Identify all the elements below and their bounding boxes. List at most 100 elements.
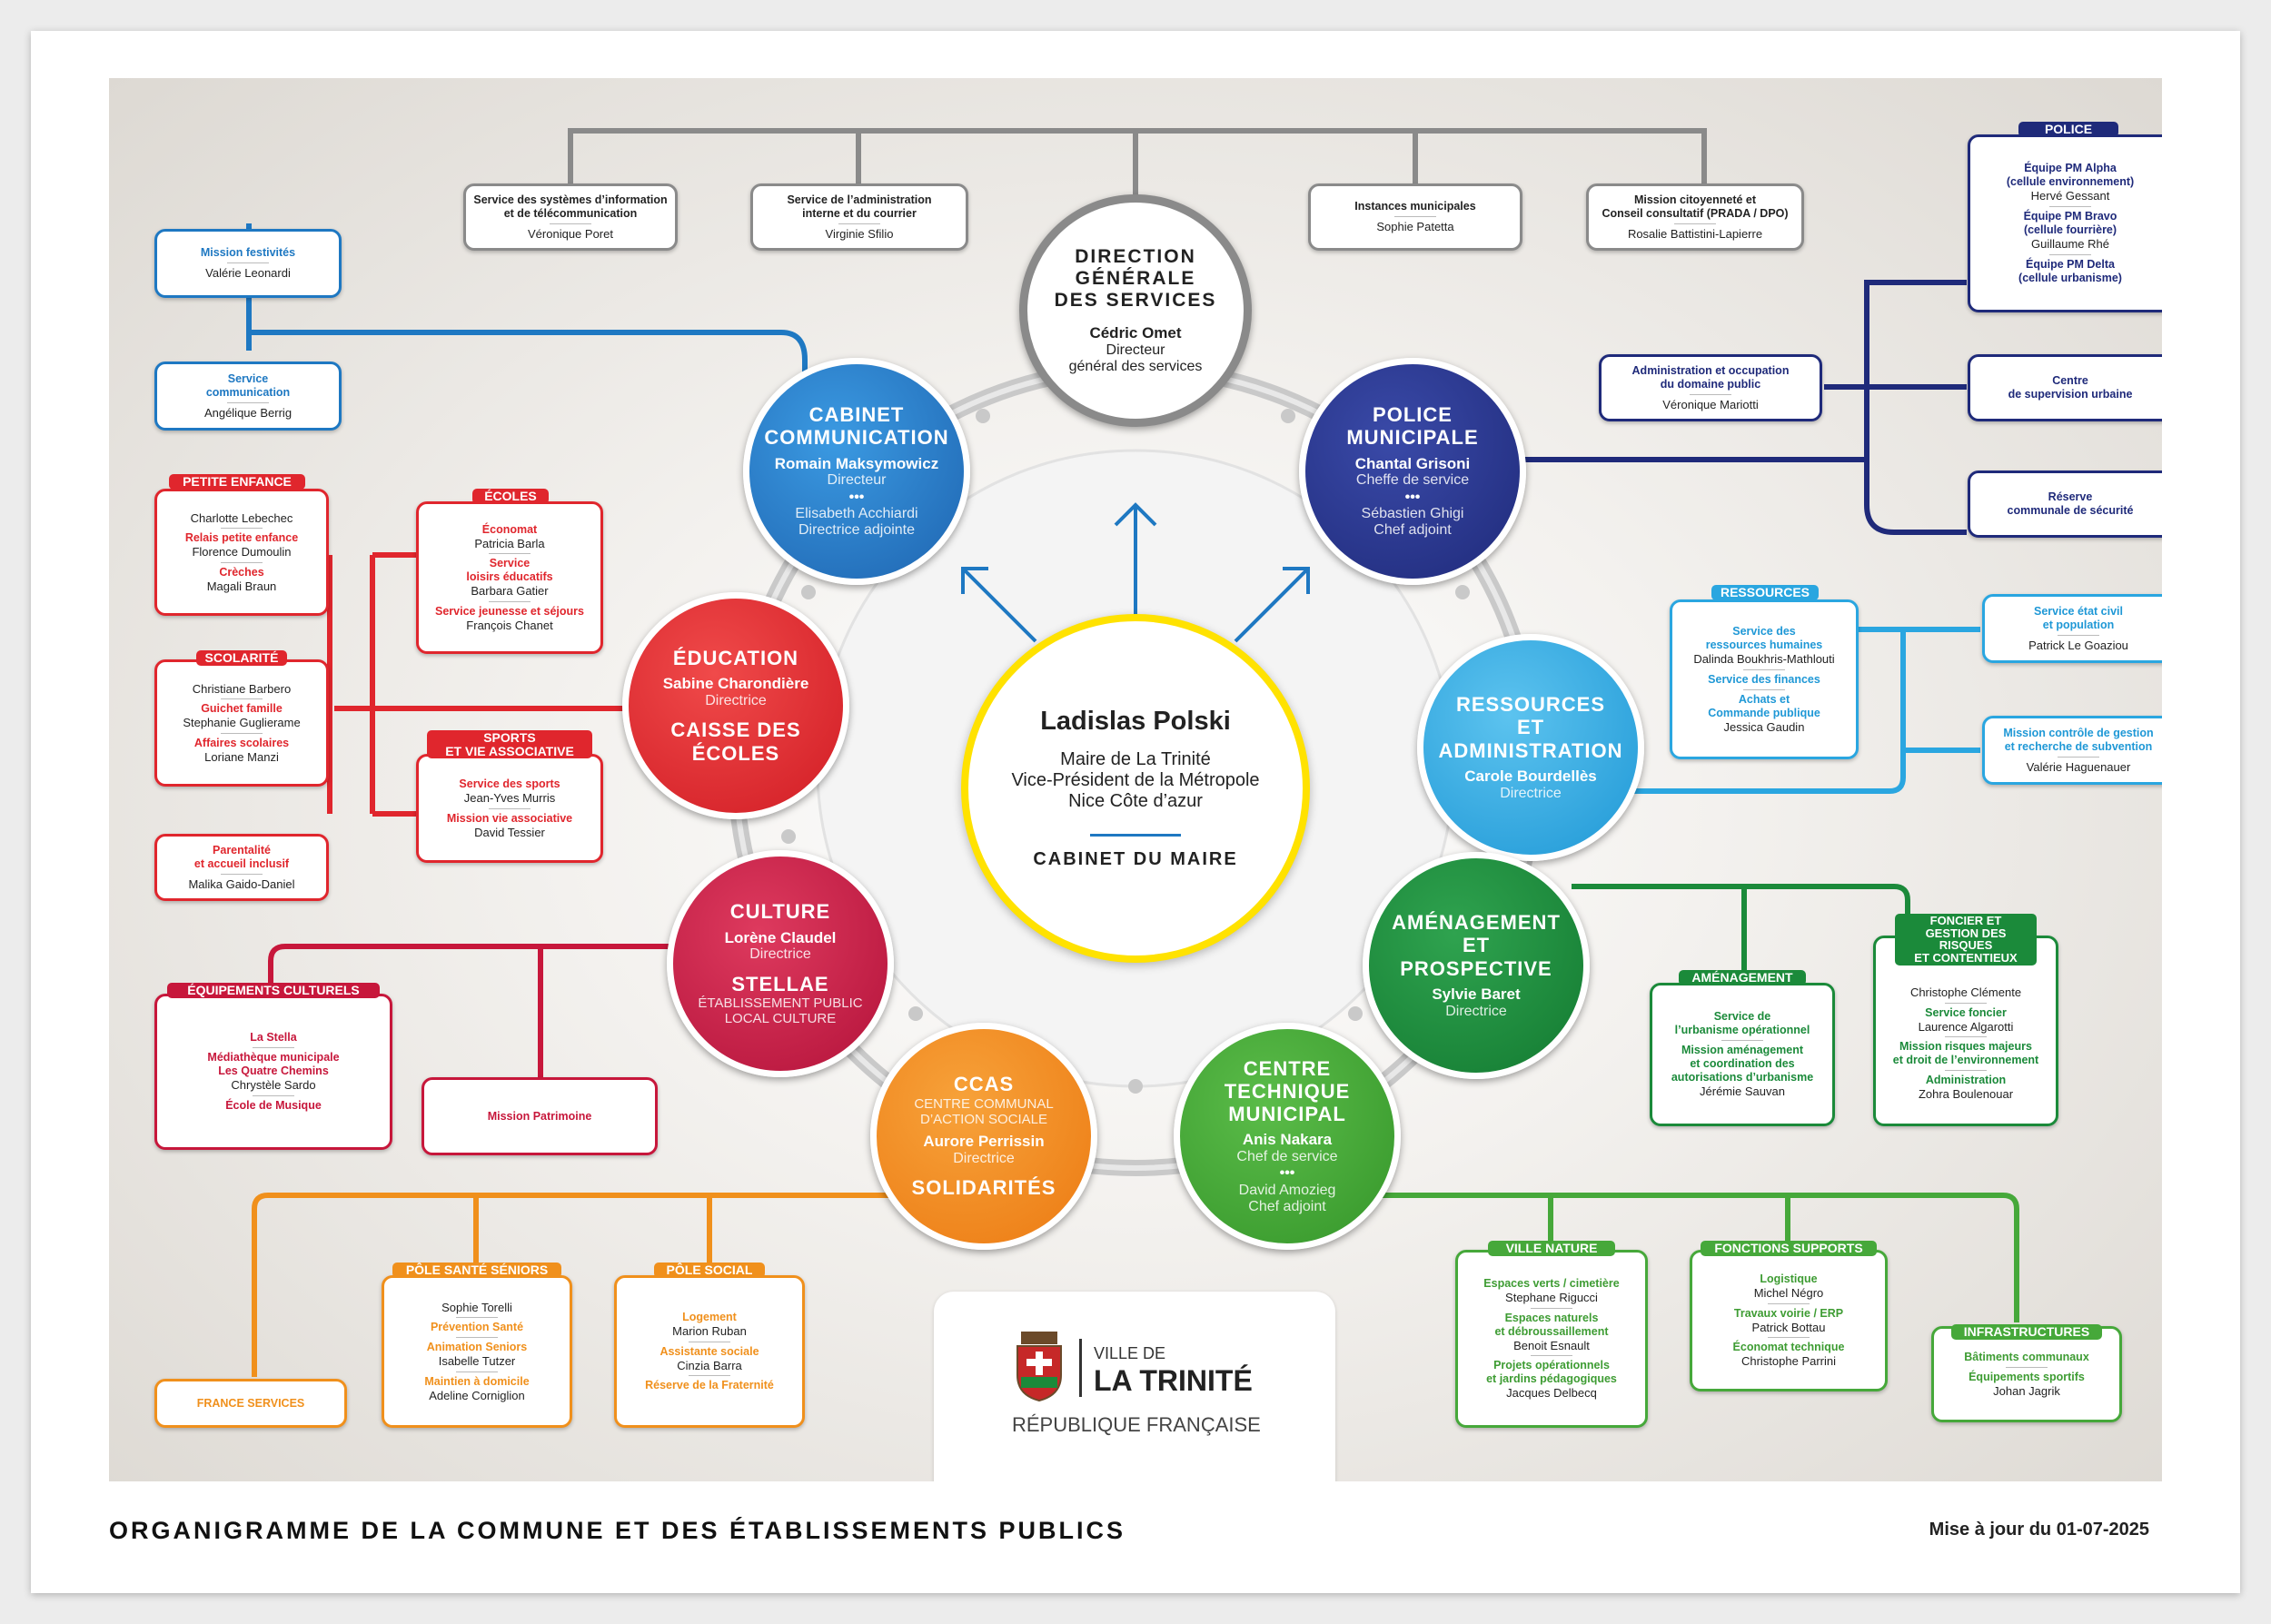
- mayor-center-circle[interactable]: Ladislas Polski Maire de La Trinité Vice…: [961, 614, 1310, 963]
- amenagement-p1: Sylvie Baret: [1432, 985, 1521, 1003]
- equipements-culturels-tag: ÉQUIPEMENTS CULTURELS: [167, 983, 380, 998]
- foncier-tag: FONCIER ET GESTION DES RISQUES ET CONTEN…: [1895, 914, 2037, 965]
- mission-patrimoine-box[interactable]: Mission Patrimoine: [421, 1077, 658, 1155]
- cabinet-r2: Directrice adjointe: [798, 522, 916, 539]
- cabinet-dots: •••: [848, 489, 865, 505]
- pole-sante-seniors-box[interactable]: Sophie Torelli Prévention Santé Animatio…: [382, 1275, 572, 1428]
- petite-enfance-box[interactable]: Charlotte Lebechec Relais petite enfance…: [154, 489, 329, 616]
- education-circle[interactable]: ÉDUCATION Sabine Charondière Directrice …: [622, 592, 849, 819]
- top-box-citoyennete[interactable]: Mission citoyenneté et Conseil consultat…: [1586, 183, 1804, 251]
- ressources-circle[interactable]: RESSOURCES ET ADMINISTRATION Carole Bour…: [1417, 634, 1644, 861]
- ctm-r1: Chef de service: [1236, 1148, 1338, 1164]
- top-box-si[interactable]: Service des systèmes d’information et de…: [463, 183, 678, 251]
- police-tag: POLICE: [2018, 122, 2118, 137]
- culture-title: CULTURE: [729, 900, 831, 924]
- education-r1: Directrice: [705, 692, 767, 708]
- infrastructures-box[interactable]: Bâtiments communaux Équipements sportifs…: [1931, 1326, 2122, 1422]
- logo-ville-de: VILLE DE: [1094, 1344, 1166, 1362]
- ville-nature-tag: VILLE NATURE: [1488, 1241, 1615, 1256]
- scolarite-tag: SCOLARITÉ: [196, 650, 287, 666]
- pole-social-tag: PÔLE SOCIAL: [654, 1263, 765, 1278]
- sports-tag: SPORTS ET VIE ASSOCIATIVE: [427, 730, 592, 759]
- ressources-tag: RESSOURCES: [1711, 585, 1819, 600]
- ccas-p1: Aurore Perrissin: [923, 1133, 1045, 1151]
- police-admin-box[interactable]: Administration et occupation du domaine …: [1599, 354, 1822, 421]
- ccas-r1: Directrice: [953, 1150, 1015, 1166]
- cabinet-communication-circle[interactable]: CABINET COMMUNICATION Romain Maksymowicz…: [743, 358, 970, 585]
- coat-of-arms-icon: [1016, 1332, 1062, 1402]
- controle-gestion-box[interactable]: Mission contrôle de gestion et recherche…: [1982, 716, 2162, 785]
- equipements-culturels-box[interactable]: La Stella Médiathèque municipale Les Qua…: [154, 994, 392, 1150]
- ctm-p2: David Amozieg: [1238, 1182, 1336, 1198]
- education-title2: CAISSE DES ÉCOLES: [670, 718, 801, 765]
- mayor-role-2: Vice-Président de la Métropole: [1011, 770, 1260, 791]
- divider: [1090, 834, 1181, 837]
- cabinet-du-maire-label: CABINET DU MAIRE: [1033, 849, 1238, 870]
- france-services-box[interactable]: FRANCE SERVICES: [154, 1379, 347, 1428]
- mayor-name: Ladislas Polski: [1040, 706, 1231, 736]
- police-dots: •••: [1404, 489, 1421, 505]
- ccas-title2: SOLIDARITÉS: [911, 1176, 1056, 1200]
- police-teams-box[interactable]: Équipe PM Alpha (cellule environnement)H…: [1968, 134, 2162, 312]
- police-title: POLICE MUNICIPALE: [1346, 403, 1479, 450]
- infrastructures-tag: INFRASTRUCTURES: [1951, 1324, 2102, 1340]
- logo-republique: RÉPUBLIQUE FRANÇAISE: [1012, 1413, 1261, 1436]
- police-p1: Chantal Grisoni: [1354, 454, 1471, 472]
- top-box-admin-interne[interactable]: Service de l’administration interne et d…: [750, 183, 968, 251]
- ccas-circle[interactable]: CCAS CENTRE COMMUNAL D’ACTION SOCIALE Au…: [870, 1023, 1097, 1250]
- amenagement-box[interactable]: Service de l’urbanisme opérationnel Miss…: [1650, 983, 1835, 1126]
- fonctions-supports-tag: FONCTIONS SUPPORTS: [1701, 1241, 1877, 1256]
- ecoles-tag: ÉCOLES: [472, 489, 549, 504]
- logo-divider: [1079, 1339, 1082, 1397]
- cabinet-p2: Elisabeth Acchiardi: [795, 506, 918, 522]
- ctm-dots: •••: [1279, 1165, 1295, 1182]
- education-p1: Sabine Charondière: [662, 675, 809, 693]
- reserve-communale-box[interactable]: Réserve communale de sécurité: [1968, 470, 2162, 538]
- org-chart-panel: Ladislas Polski Maire de La Trinité Vice…: [109, 78, 2162, 1481]
- mayor-role-3: Nice Côte d’azur: [1068, 791, 1203, 812]
- petite-enfance-tag: PETITE ENFANCE: [169, 474, 305, 490]
- culture-r1: Directrice: [749, 946, 811, 963]
- cabinet-r1: Directeur: [827, 472, 887, 489]
- dgs-role: Directeur général des services: [1068, 342, 1203, 374]
- culture-title2: STELLAE: [731, 972, 829, 995]
- police-p2: Sébastien Ghigi: [1361, 506, 1464, 522]
- cabinet-title: CABINET COMMUNICATION: [764, 403, 949, 450]
- ctm-title: CENTRE TECHNIQUE MUNICIPAL: [1224, 1056, 1351, 1126]
- ctm-r2: Chef adjoint: [1248, 1199, 1326, 1215]
- ctm-circle[interactable]: CENTRE TECHNIQUE MUNICIPAL Anis Nakara C…: [1174, 1023, 1401, 1250]
- amenagement-circle[interactable]: AMÉNAGEMENT ET PROSPECTIVE Sylvie Baret …: [1363, 852, 1590, 1079]
- ressources-p1: Carole Bourdellès: [1464, 767, 1597, 785]
- ccas-sub: CENTRE COMMUNAL D’ACTION SOCIALE: [914, 1095, 1054, 1128]
- page-title: ORGANIGRAMME DE LA COMMUNE ET DES ÉTABLI…: [109, 1517, 1126, 1544]
- centre-supervision-box[interactable]: Centre de supervision urbaine: [1968, 354, 2162, 421]
- logo-name: LA TRINITÉ: [1094, 1364, 1253, 1397]
- mayor-role-1: Maire de La Trinité: [1060, 749, 1211, 770]
- update-date: Mise à jour du 01-07-2025: [1929, 1520, 2149, 1540]
- ressources-title: RESSOURCES ET ADMINISTRATION: [1438, 693, 1623, 762]
- education-title: ÉDUCATION: [672, 647, 799, 670]
- logo-card: VILLE DE LA TRINITÉ RÉPUBLIQUE FRANÇAISE: [934, 1292, 1335, 1481]
- culture-circle[interactable]: CULTURE Lorène Claudel Directrice STELLA…: [667, 850, 894, 1077]
- culture-p1: Lorène Claudel: [724, 928, 837, 946]
- dgs-circle[interactable]: DIRECTION GÉNÉRALE DES SERVICES Cédric O…: [1019, 194, 1252, 427]
- dgs-title: DIRECTION GÉNÉRALE DES SERVICES: [1054, 245, 1217, 311]
- police-r1: Cheffe de service: [1355, 472, 1470, 489]
- amenagement-title: AMÉNAGEMENT ET PROSPECTIVE: [1392, 911, 1561, 980]
- police-circle[interactable]: POLICE MUNICIPALE Chantal Grisoni Cheffe…: [1299, 358, 1526, 585]
- dgs-person: Cédric Omet: [1089, 324, 1182, 342]
- police-r2: Chef adjoint: [1374, 522, 1452, 539]
